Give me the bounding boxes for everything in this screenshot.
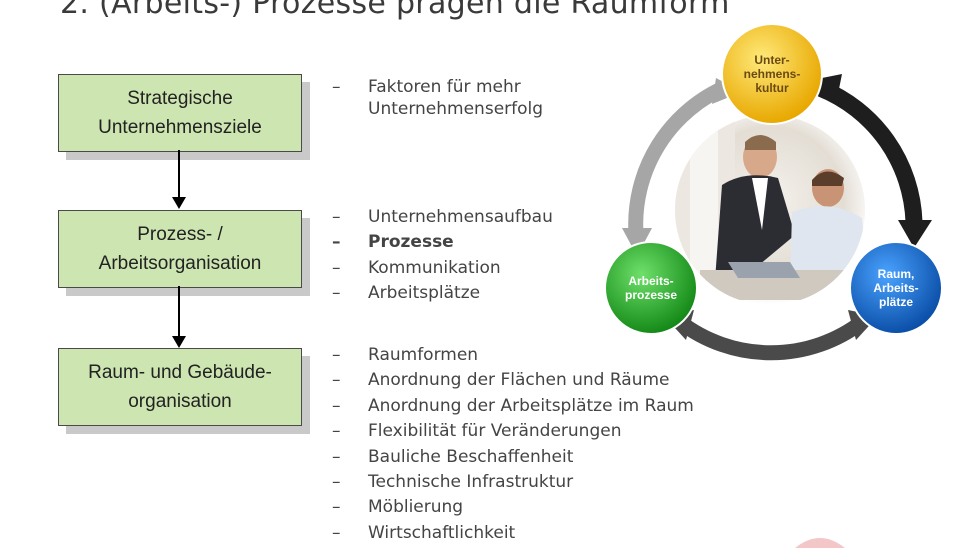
list-dash: – — [332, 283, 341, 304]
cycle-arrow-left — [628, 79, 731, 235]
list-item: – Möblierung — [332, 495, 694, 520]
list-item: – Unternehmensaufbau — [332, 205, 553, 230]
flow-arrow-head — [172, 197, 186, 209]
list-item: – Flexibilität für Veränderungen — [332, 419, 694, 444]
list-item: – Bauliche Beschaffenheit — [332, 445, 694, 470]
list-item: – Anordnung der Arbeitsplätze im Raum — [332, 394, 694, 419]
list-item: – Wirtschaftlichkeit — [332, 521, 694, 546]
flow-box-strategic-goals: Strategische Unternehmensziele — [58, 74, 302, 152]
flow-box-line: Arbeitsorganisation — [98, 253, 262, 274]
cycle-arrow-right — [816, 80, 923, 223]
node-label-line: nehmens- — [743, 67, 801, 81]
list-item-text: Prozesse — [368, 232, 454, 253]
cycle-node-culture-circle — [721, 23, 823, 125]
flow-box-line: organisation — [128, 391, 232, 412]
list-item: Unternehmenserfolg — [332, 98, 543, 120]
list-item-text: Anordnung der Flächen und Räume — [368, 370, 670, 391]
list-dash: – — [332, 522, 341, 543]
space-list: – Raumformen – Anordnung der Flächen und R… — [332, 343, 694, 546]
slide-title: 2. (Arbeits-) Prozesse prägen die Raumfo… — [60, 0, 730, 21]
list-item: – Technische Infrastruktur — [332, 470, 694, 495]
flow-box-process-organisation: Prozess- / Arbeitsorganisation — [58, 210, 302, 288]
list-item-text: Unternehmenserfolg — [368, 99, 544, 119]
list-dash: – — [332, 257, 341, 278]
list-item-text: Möblierung — [368, 497, 464, 518]
list-dash: – — [332, 370, 341, 391]
list-item-text: Raumformen — [368, 345, 479, 365]
flow-box-line: Unternehmensziele — [98, 117, 262, 138]
cycle-node-culture: Unter- nehmens- kultur — [734, 44, 810, 104]
node-label-line: Arbeits- — [873, 281, 919, 295]
list-item-text: Unternehmensaufbau — [368, 207, 553, 227]
list-dash: – — [332, 421, 341, 442]
list-item-text: Bauliche Beschaffenheit — [368, 446, 574, 467]
list-item: – Faktoren für mehr — [332, 76, 543, 98]
flow-box-line: Prozess- / — [137, 224, 223, 245]
list-dash: – — [332, 77, 341, 97]
cycle-node-process-circle — [604, 241, 698, 335]
list-item: – Arbeitsplätze — [332, 281, 553, 306]
node-label-line: Arbeits- — [628, 274, 674, 288]
list-dash: – — [332, 207, 341, 227]
flow-arrow-shaft — [178, 150, 180, 197]
flow-box-line: Raum- und Gebäude- — [88, 362, 272, 383]
list-item: – Anordnung der Flächen und Räume — [332, 368, 694, 393]
list-dash: – — [332, 497, 341, 518]
list-item-text: Flexibilität für Veränderungen — [368, 421, 622, 442]
list-item-text: Arbeitsplätze — [368, 283, 481, 304]
node-label-line: Unter- — [754, 53, 790, 67]
list-dash: – — [332, 446, 341, 467]
list-dash: – — [332, 345, 341, 365]
logo-fragment — [795, 538, 845, 548]
flow-arrow-head — [172, 336, 186, 348]
list-dash: – — [332, 395, 341, 416]
cycle-arrow-right-head — [898, 220, 932, 248]
list-item-text: Anordnung der Arbeitsplätze im Raum — [368, 395, 694, 416]
node-label-line: plätze — [878, 295, 913, 309]
process-list: – Unternehmensaufbau – Prozesse – Kommunika… — [332, 205, 553, 307]
list-item: – Kommunikation — [332, 256, 553, 281]
list-dash: – — [332, 471, 341, 492]
goals-list: – Faktoren für mehr Unternehmenserfolg — [332, 76, 543, 120]
list-item: – Raumformen — [332, 343, 694, 368]
flow-arrow-shaft — [178, 286, 180, 336]
list-dash: – — [332, 232, 341, 253]
cycle-arrow-bottom — [675, 316, 867, 361]
list-item-text: Wirtschaftlichkeit — [368, 522, 516, 543]
cycle-node-space: Raum, Arbeits- plätze — [860, 258, 932, 318]
list-item-text: Technische Infrastruktur — [368, 471, 574, 492]
flow-box-line: Strategische — [127, 88, 233, 109]
cycle-node-process: Arbeits- prozesse — [615, 265, 687, 311]
node-label-line: prozesse — [624, 288, 678, 302]
list-item: – Prozesse — [332, 230, 553, 255]
flow-box-space-building: Raum- und Gebäude- organisation — [58, 348, 302, 426]
node-label-line: Raum, — [877, 267, 915, 281]
node-label-line: kultur — [755, 81, 789, 95]
list-item-text: Faktoren für mehr — [368, 77, 521, 97]
cycle-arrow-left-head — [622, 228, 652, 256]
list-item-text: Kommunikation — [368, 257, 501, 278]
cycle-node-space-circle — [849, 241, 943, 335]
